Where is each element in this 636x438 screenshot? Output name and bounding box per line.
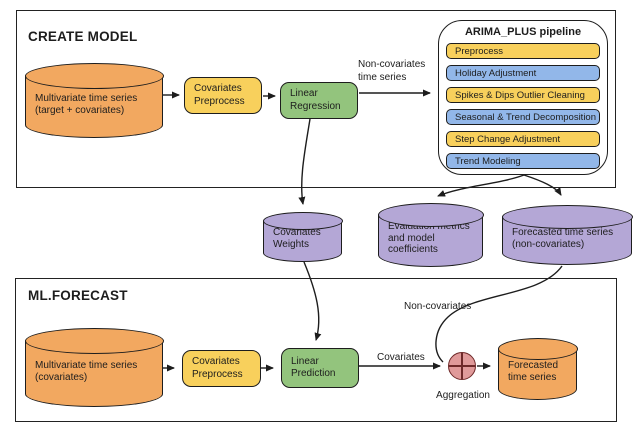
covariates-label: Covariates [377,352,425,363]
aggregation-node [448,352,476,380]
non-covariates-label: Non-covariates [404,301,472,312]
covariates-preprocess-node-create: Covariates Preprocess [184,77,262,114]
multivariate-target-covariates-cylinder: Multivariate time series (target + covar… [24,63,164,138]
pipeline-step: Step Change Adjustment [446,131,600,147]
covariates-preprocess-node-forecast: Covariates Preprocess [182,350,261,387]
create-model-title: CREATE MODEL [28,29,138,44]
forecasted-time-series-cylinder: Forecasted time series [497,338,578,400]
pipeline-step: Trend Modeling [446,153,600,169]
ml-forecast-title: ML.FORECAST [28,288,128,303]
non-covariates-time-series-label: Non-covariates time series [358,59,426,83]
pipeline-step: Holiday Adjustment [446,65,600,81]
covariates-weights-cylinder: Covariates Weights [262,212,343,262]
linear-prediction-node: Linear Prediction [281,348,359,388]
multivariate-covariates-cylinder: Multivariate time series (covariates) [24,328,164,407]
pipeline-step: Preprocess [446,43,600,59]
aggregation-label: Aggregation [436,390,490,401]
pipeline-title: ARIMA_PLUS pipeline [464,26,582,38]
evaluation-metrics-cylinder: Evaluation metrics and model coefficient… [377,203,484,267]
pipeline-step: Seasonal & Trend Decomposition [446,109,600,125]
linear-regression-node: Linear Regression [280,82,358,119]
pipeline-step: Spikes & Dips Outlier Cleaning [446,87,600,103]
forecasted-non-covariates-cylinder: Forecasted time series (non-covariates) [501,205,633,265]
